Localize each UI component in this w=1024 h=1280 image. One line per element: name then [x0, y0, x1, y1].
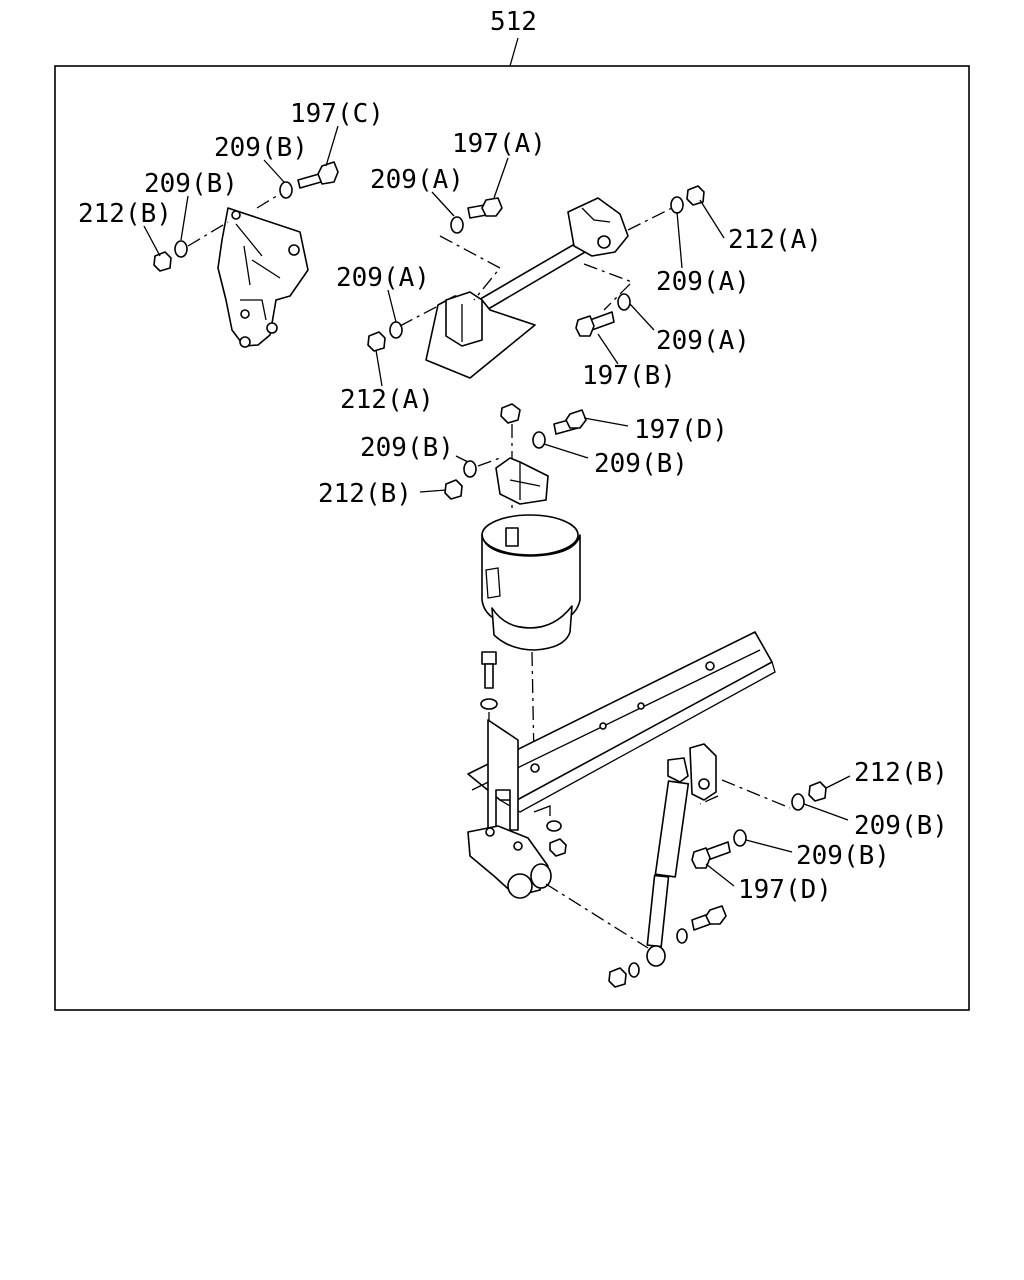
u-clamp [487, 719, 519, 831]
air-spring [481, 514, 581, 761]
washer-209b-6 [733, 829, 747, 847]
callout-209b-lower-right-1: 209(B) [854, 811, 948, 841]
washer-209b-4 [463, 460, 477, 478]
callout-209b-lower-right-2: 209(B) [796, 841, 890, 871]
callout-212a-right: 212(A) [728, 225, 822, 255]
callout-209a-right-1: 209(A) [656, 267, 750, 297]
callout-209a-right-2: 209(A) [656, 326, 750, 356]
assembly-leader [509, 37, 519, 67]
callout-197d-upper: 197(D) [634, 415, 728, 445]
bolt-lower [691, 905, 727, 931]
callout-197b: 197(B) [582, 361, 676, 391]
bolt-197d-1 [553, 409, 587, 435]
washer-lower-1 [546, 820, 562, 832]
callout-209b-upper: 209(B) [214, 133, 308, 163]
torque-rod [469, 197, 629, 316]
washer-209b-1 [279, 181, 293, 199]
callout-212b-center: 212(B) [318, 479, 412, 509]
assembly-number: 512 [490, 7, 537, 37]
callout-197a: 197(A) [452, 129, 546, 159]
washer-vertical [480, 698, 498, 710]
callout-209a-upper: 209(A) [370, 165, 464, 195]
upper-mount-bracket [495, 457, 549, 505]
washer-209a-2 [389, 321, 403, 339]
callout-197d-lower: 197(D) [738, 875, 832, 905]
shock-upper-bracket [689, 743, 717, 801]
callout-209b-left: 209(B) [144, 169, 238, 199]
callout-212a-lower: 212(A) [340, 385, 434, 415]
callout-209b-center-right: 209(B) [594, 449, 688, 479]
callout-197c-top: 197(C) [290, 99, 384, 129]
washer-209b-5 [791, 793, 805, 811]
bolt-197c [297, 161, 339, 189]
washer-209b-3 [532, 431, 546, 449]
washer-lower-3 [628, 962, 640, 978]
nut-lower-1 [549, 838, 567, 857]
bolt-197a [467, 197, 503, 219]
washer-209a-1 [450, 216, 464, 234]
diagram-frame [54, 65, 970, 1011]
washer-209a-4 [617, 293, 631, 311]
nut-212b-3 [808, 781, 827, 802]
callout-209a-left: 209(A) [336, 263, 430, 293]
bolt-197b [575, 311, 615, 337]
axle-bracket [425, 291, 536, 379]
lower-seat [467, 825, 552, 899]
nut-212a-1 [367, 331, 386, 352]
washer-209b-2 [174, 240, 188, 258]
bracket-assembly [217, 207, 309, 348]
nut-top [500, 403, 521, 424]
bolt-197d-2 [691, 841, 731, 869]
callout-209b-center-left: 209(B) [360, 433, 454, 463]
bolt-vertical [481, 651, 497, 689]
leader-lines [143, 125, 851, 887]
shock-absorber [646, 757, 690, 967]
nut-212b-1 [153, 251, 172, 272]
washer-lower-2 [676, 928, 688, 944]
callout-212b-lower-right: 212(B) [854, 758, 948, 788]
nut-212b-2 [444, 479, 463, 500]
washer-209a-3 [670, 196, 684, 214]
callout-212b-left: 212(B) [78, 199, 172, 229]
nut-lower-2 [608, 967, 627, 988]
